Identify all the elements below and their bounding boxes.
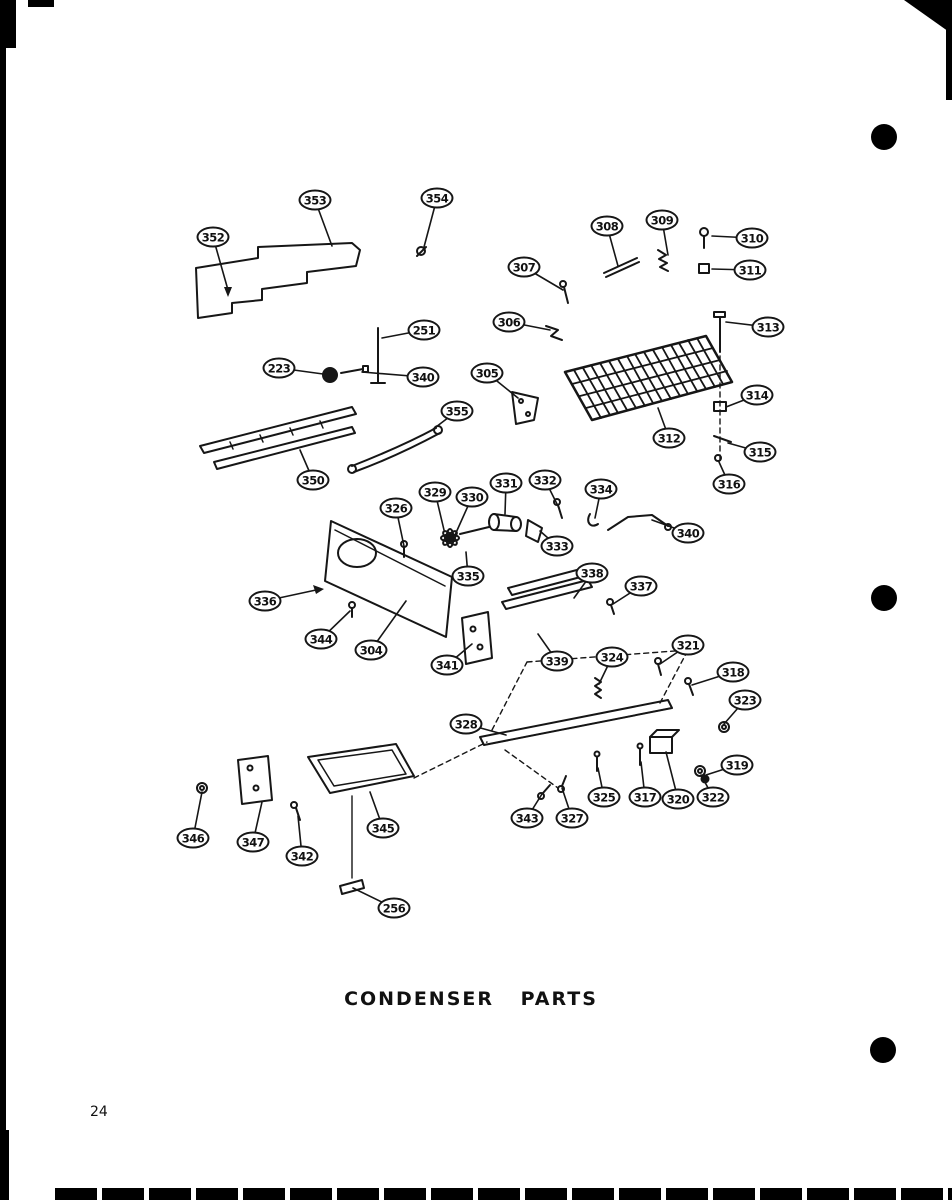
callout-319: 319	[720, 754, 754, 776]
callout-312: 312	[652, 427, 686, 449]
binding-dot	[870, 1037, 896, 1063]
scan-edge-right-top	[946, 0, 952, 100]
callout-335: 335	[451, 565, 485, 587]
callout-315: 315	[743, 441, 777, 463]
callout-313: 313	[751, 316, 785, 338]
callout-305: 305	[470, 362, 504, 384]
callout-320: 320	[661, 788, 695, 810]
callout-256: 256	[377, 897, 411, 919]
callout-304: 304	[354, 639, 388, 661]
callout-308: 308	[590, 215, 624, 237]
callout-325: 325	[587, 786, 621, 808]
callout-336: 336	[248, 590, 282, 612]
callout-331: 331	[489, 472, 523, 494]
callout-337: 337	[624, 575, 658, 597]
callout-340: 340	[671, 522, 705, 544]
callout-318: 318	[716, 661, 750, 683]
callout-334: 334	[584, 478, 618, 500]
callout-314: 314	[740, 384, 774, 406]
callout-346: 346	[176, 827, 210, 849]
callout-330: 330	[455, 486, 489, 508]
callout-316: 316	[712, 473, 746, 495]
callout-339: 339	[540, 650, 574, 672]
callout-306: 306	[492, 311, 526, 333]
page-number: 24	[90, 1104, 108, 1120]
callout-310: 310	[735, 227, 769, 249]
scan-edge-bottom	[55, 1188, 952, 1200]
callout-328: 328	[449, 713, 483, 735]
callout-326: 326	[379, 497, 413, 519]
callout-343: 343	[510, 807, 544, 829]
binding-dot	[871, 124, 897, 150]
scan-corner-topleft	[0, 0, 16, 48]
callout-340: 340	[406, 366, 440, 388]
callout-321: 321	[671, 634, 705, 656]
figure-title: CONDENSER PARTS	[344, 988, 598, 1010]
callout-350: 350	[296, 469, 330, 491]
scan-mark-top	[28, 0, 54, 7]
binding-dot	[871, 585, 897, 611]
callout-323: 323	[728, 689, 762, 711]
callout-338: 338	[575, 562, 609, 584]
callout-352: 352	[196, 226, 230, 248]
callout-327: 327	[555, 807, 589, 829]
callout-317: 317	[628, 786, 662, 808]
scan-edge-left-bottom	[0, 1130, 9, 1200]
callout-324: 324	[595, 646, 629, 668]
callout-342: 342	[285, 845, 319, 867]
callout-329: 329	[418, 481, 452, 503]
callout-354: 354	[420, 187, 454, 209]
callout-251: 251	[407, 319, 441, 341]
callout-353: 353	[298, 189, 332, 211]
callout-347: 347	[236, 831, 270, 853]
callout-223: 223	[262, 357, 296, 379]
scan-edge-left	[0, 0, 6, 1200]
callout-333: 333	[540, 535, 574, 557]
callout-355: 355	[440, 400, 474, 422]
callout-307: 307	[507, 256, 541, 278]
callout-341: 341	[430, 654, 464, 676]
callout-332: 332	[528, 469, 562, 491]
callout-309: 309	[645, 209, 679, 231]
callout-344: 344	[304, 628, 338, 650]
callout-311: 311	[733, 259, 767, 281]
callout-345: 345	[366, 817, 400, 839]
callout-322: 322	[696, 786, 730, 808]
